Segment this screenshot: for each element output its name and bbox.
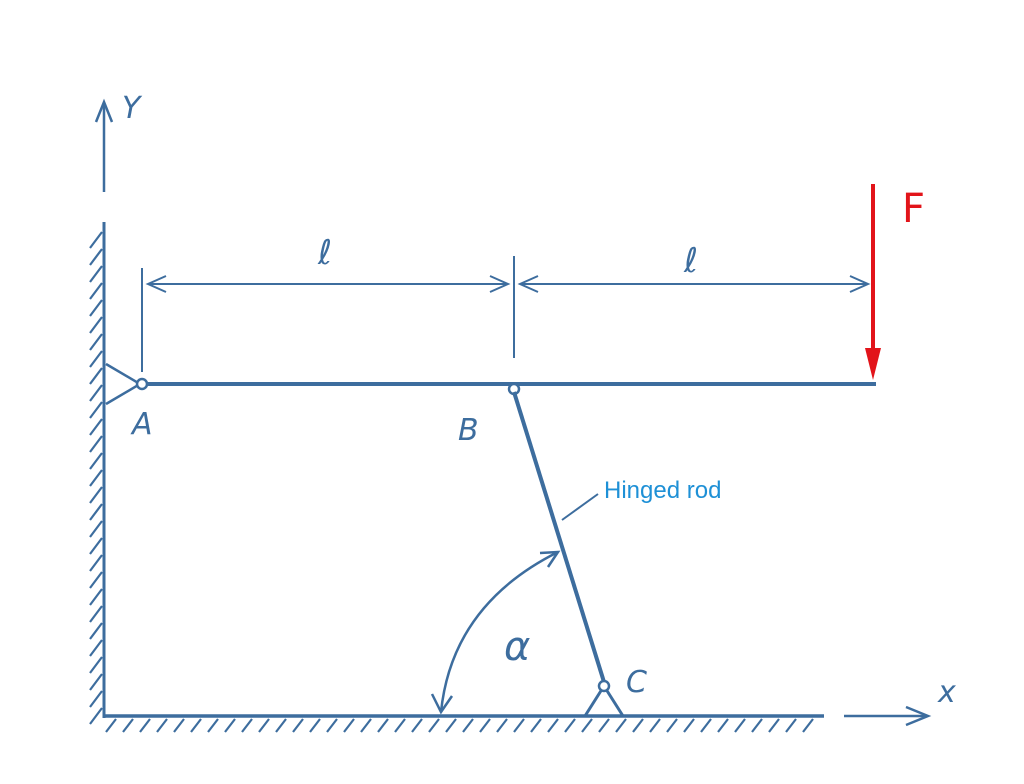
ground-hatch-mark xyxy=(241,718,253,733)
wall-hatch-mark xyxy=(89,282,103,300)
ground-hatch-mark xyxy=(122,718,134,733)
force-label: F xyxy=(902,186,925,232)
ground-hatch-mark xyxy=(717,718,729,733)
ground xyxy=(104,714,824,733)
ground-hatch-mark xyxy=(207,718,219,733)
pin-support-c xyxy=(583,679,625,717)
ground-hatch-mark xyxy=(530,718,542,733)
ground-hatch-mark xyxy=(683,718,695,733)
ground-hatch-mark xyxy=(292,718,304,733)
ground-hatch-mark xyxy=(343,718,355,733)
ground-hatch-mark xyxy=(751,718,763,733)
ground-hatch-mark xyxy=(785,718,797,733)
ground-hatch-mark xyxy=(462,718,474,733)
wall-hatch-mark xyxy=(89,367,103,385)
ground-hatch-mark xyxy=(547,718,559,733)
ground-hatch-mark xyxy=(479,718,491,733)
ground-hatch-mark xyxy=(411,718,423,733)
point-a-label: A xyxy=(130,407,153,442)
ground-hatch-mark xyxy=(105,718,117,733)
angle-arrowhead-top xyxy=(539,550,561,568)
ground-hatch-mark xyxy=(496,718,508,733)
angle-label: α xyxy=(504,624,530,670)
wall-hatch-mark xyxy=(89,333,103,351)
ground-hatch-mark xyxy=(734,718,746,733)
ground-hatch-mark xyxy=(394,718,406,733)
force-arrow xyxy=(865,184,881,380)
point-b-label: B xyxy=(458,413,479,448)
wall-hatch-mark xyxy=(89,537,103,555)
ground-hatch-mark xyxy=(615,718,627,733)
y-axis-label: Y xyxy=(122,91,143,126)
ground-hatch-mark xyxy=(564,718,576,733)
ground-hatch-mark xyxy=(768,718,780,733)
ground-hatch-mark xyxy=(700,718,712,733)
wall-hatch-mark xyxy=(89,401,103,419)
x-axis-label: x xyxy=(937,675,956,710)
dimension-lines xyxy=(141,256,871,372)
ground-hatch-mark xyxy=(275,718,287,733)
wall-hatch-mark xyxy=(89,248,103,266)
wall-hatch-mark xyxy=(89,707,103,725)
wall-hatch-mark xyxy=(89,622,103,640)
ground-hatch-mark xyxy=(258,718,270,733)
angle-arc xyxy=(439,550,559,713)
wall-hatch-mark xyxy=(89,469,103,487)
wall-hatch-mark xyxy=(89,639,103,657)
ground-hatch-mark xyxy=(377,718,389,733)
ground-hatch-mark xyxy=(190,718,202,733)
angle-arrowhead-bottom xyxy=(430,693,454,715)
wall-hatch-mark xyxy=(89,605,103,623)
ground-hatch-mark xyxy=(156,718,168,733)
ground-hatch-mark xyxy=(445,718,457,733)
wall-hatch-mark xyxy=(89,588,103,606)
y-axis: Y xyxy=(94,91,143,192)
ground-hatch-mark xyxy=(581,718,593,733)
pin-support-a xyxy=(105,362,149,406)
wall-hatch-mark xyxy=(89,503,103,521)
dimension-left-label: ℓ xyxy=(317,233,332,273)
ground-hatch-mark xyxy=(666,718,678,733)
ground-hatch-mark xyxy=(139,718,151,733)
x-axis: x xyxy=(844,675,956,727)
left-wall xyxy=(89,222,106,725)
rod-label-leader xyxy=(561,493,599,521)
wall-hatch-mark xyxy=(89,299,103,317)
ground-hatch-mark xyxy=(326,718,338,733)
wall-hatch-mark xyxy=(89,690,103,708)
ground-hatch-mark xyxy=(309,718,321,733)
wall-hatch-mark xyxy=(89,656,103,674)
ground-hatch-mark xyxy=(513,718,525,733)
ground-hatch-mark xyxy=(649,718,661,733)
ground-hatch-mark xyxy=(802,718,814,733)
ground-hatch-mark xyxy=(428,718,440,733)
wall-hatch-mark xyxy=(89,384,103,402)
wall-hatch-mark xyxy=(89,435,103,453)
ground-hatch-mark xyxy=(598,718,610,733)
ground-hatch-mark xyxy=(224,718,236,733)
ground-hatch-mark xyxy=(632,718,644,733)
wall-hatch-mark xyxy=(89,231,103,249)
wall-hatch-mark xyxy=(89,673,103,691)
wall-hatch-mark xyxy=(89,350,103,368)
hinged-rod xyxy=(512,391,606,683)
wall-hatch-mark xyxy=(89,265,103,283)
wall-hatch-mark xyxy=(89,316,103,334)
wall-hatch-mark xyxy=(89,520,103,538)
ground-hatch-mark xyxy=(173,718,185,733)
dimension-right-label: ℓ xyxy=(683,241,698,281)
wall-hatch-mark xyxy=(89,554,103,572)
wall-hatch-mark xyxy=(89,452,103,470)
hinged-rod-label: Hinged rod xyxy=(604,477,721,504)
wall-hatch-mark xyxy=(89,418,103,436)
point-c-label: C xyxy=(626,665,647,700)
wall-hatch-mark xyxy=(89,486,103,504)
ground-hatch-mark xyxy=(360,718,372,733)
wall-hatch-mark xyxy=(89,571,103,589)
